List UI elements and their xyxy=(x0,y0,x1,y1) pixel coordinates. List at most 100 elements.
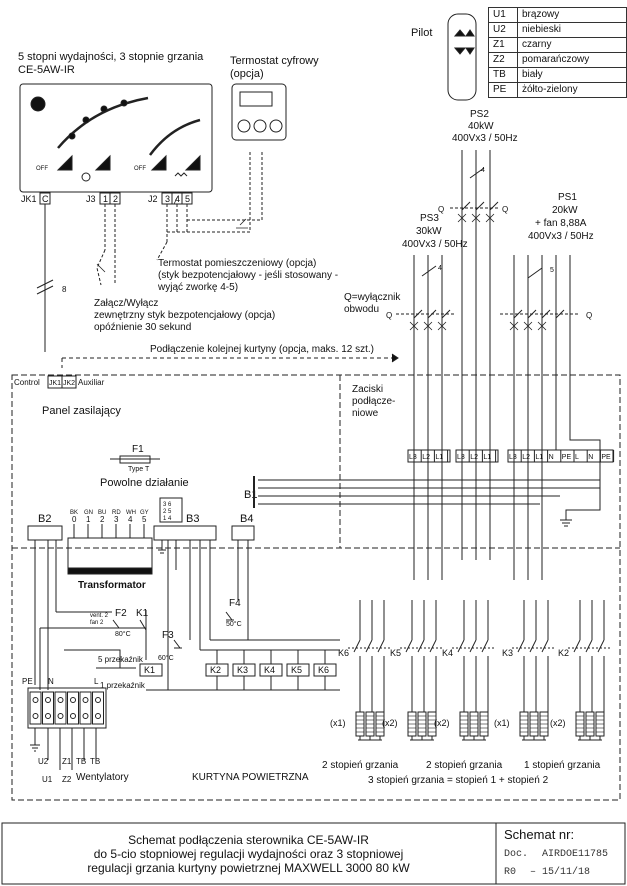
onoff-label-1: Załącz/Wyłącz xyxy=(94,298,158,309)
auxiliar-label: Auxiliar xyxy=(78,378,105,387)
terminal-pe: PE xyxy=(601,454,611,461)
terminal-l1: L1 xyxy=(535,454,543,461)
fan-speed-arc-icon xyxy=(57,96,149,149)
relay-k2: K2 xyxy=(210,665,221,675)
doc-number: AIRDOE11785 xyxy=(542,849,609,860)
pilot-label: Pilot xyxy=(411,27,432,39)
heat-down-arrow-icon xyxy=(150,154,167,171)
transformer-num: 0 xyxy=(72,515,77,524)
heater-icon xyxy=(174,172,188,177)
doc-label: Doc. xyxy=(504,849,529,860)
b4-label: B4 xyxy=(240,513,253,525)
jk-cable-number: 8 xyxy=(62,285,67,294)
heat-up-arrow-icon xyxy=(184,154,201,171)
five-relays-label: 5 przekaźnik xyxy=(98,655,144,664)
digital-thermostat-device xyxy=(231,83,287,141)
svg-text:1 4: 1 4 xyxy=(163,516,172,522)
heat-stage-2-label-a: 2 stopień grzania xyxy=(322,760,399,771)
thermostat-button-2-icon xyxy=(253,119,267,133)
svg-text:Q: Q xyxy=(586,311,592,320)
ps1-power: 20kW xyxy=(552,205,578,216)
wire-tb-1: TB xyxy=(76,757,86,766)
contactor-k3: K3 xyxy=(502,648,513,658)
ps2-voltage: 400Vx3 / 50Hz xyxy=(452,133,518,144)
next-curtain-label: Podłączenie kolejnej kurtyny (opcja, mak… xyxy=(150,344,374,355)
terminal-n: N xyxy=(588,454,593,461)
terminal-n: N xyxy=(549,454,554,461)
contactor-k5: K5 xyxy=(390,648,401,658)
terminal-jk1-label: JK1 xyxy=(21,194,37,204)
heater-group-count: (x2) xyxy=(550,718,566,728)
b3-label: B3 xyxy=(186,513,199,525)
svg-text:2: 2 xyxy=(113,194,118,204)
heat-stage-3-label: 3 stopień grzania = stopień 1 + stopień … xyxy=(368,775,549,786)
legend-color: pomarańczowy xyxy=(517,52,627,68)
svg-text:3 6: 3 6 xyxy=(163,502,172,508)
terminal-j3-label: J3 xyxy=(86,194,96,204)
svg-text:Q: Q xyxy=(438,205,444,214)
svg-text:Q: Q xyxy=(386,311,392,320)
heat-stage-2-label-b: 2 stopień grzania xyxy=(426,760,503,771)
controller-power-button-icon xyxy=(30,96,46,112)
room-thermostat-label-2: (styk bezpotencjałowy - jeśli stosowany … xyxy=(158,270,338,281)
k1-contact-label: K1 xyxy=(136,608,149,619)
fan-l-label: L xyxy=(94,677,99,686)
k1-coil: K1 xyxy=(144,665,155,675)
legend-color: czarny xyxy=(517,37,627,53)
title-block-side: Schemat nr: Doc.AIRDOE11785 R0– 15/11/18 xyxy=(496,823,625,884)
transformer-label: Transformator xyxy=(78,580,146,591)
heater-group-count: (x2) xyxy=(382,718,398,728)
title-line-3: regulacji grzania kurtyny powietrznej MA… xyxy=(87,860,410,875)
fans-label: Wentylatory xyxy=(76,772,129,783)
terminal-l2: L2 xyxy=(422,454,430,461)
f4-temp: 50°C xyxy=(226,620,242,628)
fan-terminal xyxy=(29,691,42,725)
legend-color: niebieski xyxy=(517,22,627,38)
control-label: Control xyxy=(14,378,40,387)
svg-text:4: 4 xyxy=(175,194,180,204)
legend-code: Z1 xyxy=(488,37,518,53)
svg-text:5: 5 xyxy=(185,194,190,204)
f1-label: F1 xyxy=(132,444,144,455)
terminal-l3: L3 xyxy=(409,454,417,461)
wire-u2: U2 xyxy=(38,757,49,766)
controller-box xyxy=(19,83,213,193)
onoff-label-3: opóźnienie 30 sekund xyxy=(94,322,191,333)
legend-code: TB xyxy=(488,67,518,83)
title-line-2: do 5-cio stopniowej regulacji wydajności… xyxy=(93,846,404,861)
svg-text:Q: Q xyxy=(502,205,508,214)
fan-icon xyxy=(81,172,91,182)
ps3-voltage: 400Vx3 / 50Hz xyxy=(402,239,468,250)
transformer-num: 4 xyxy=(128,515,133,524)
fans-terminal-block xyxy=(27,687,107,729)
f4-label: F4 xyxy=(229,598,241,609)
terminal-l1: L1 xyxy=(483,454,491,461)
f1-type: Type T xyxy=(128,466,150,473)
ps3-cable-number: 4 xyxy=(438,265,442,272)
controller-off-1: OFF xyxy=(36,166,48,172)
transformer-pin-gy: GY xyxy=(140,510,149,516)
air-curtain-boundary xyxy=(11,374,621,801)
wire-z2: Z2 xyxy=(62,775,72,784)
ps3-power: 30kW xyxy=(416,226,442,237)
fan-terminal xyxy=(92,691,104,725)
ps1-extra: + fan 8,88A xyxy=(535,218,587,229)
legend-color: żółto-zielony xyxy=(517,82,627,98)
f3-label: F3 xyxy=(162,630,174,641)
wire-tb-2: TB xyxy=(90,757,100,766)
terminal-l: L xyxy=(575,454,579,461)
breaker-label-1: Q=wyłącznik xyxy=(344,292,401,303)
fan-up-arrow-icon xyxy=(94,154,111,171)
contactor-k2: K2 xyxy=(558,648,569,658)
fan-n-label: N xyxy=(48,677,54,686)
terminals-label-2: podłącze- xyxy=(352,396,395,407)
f2-temp: 80°C xyxy=(115,630,131,638)
terminals-label-3: niowe xyxy=(352,408,379,419)
wire-u1: U1 xyxy=(42,775,53,784)
terminal-pe: PE xyxy=(562,454,572,461)
f2-label: F2 xyxy=(115,608,127,619)
